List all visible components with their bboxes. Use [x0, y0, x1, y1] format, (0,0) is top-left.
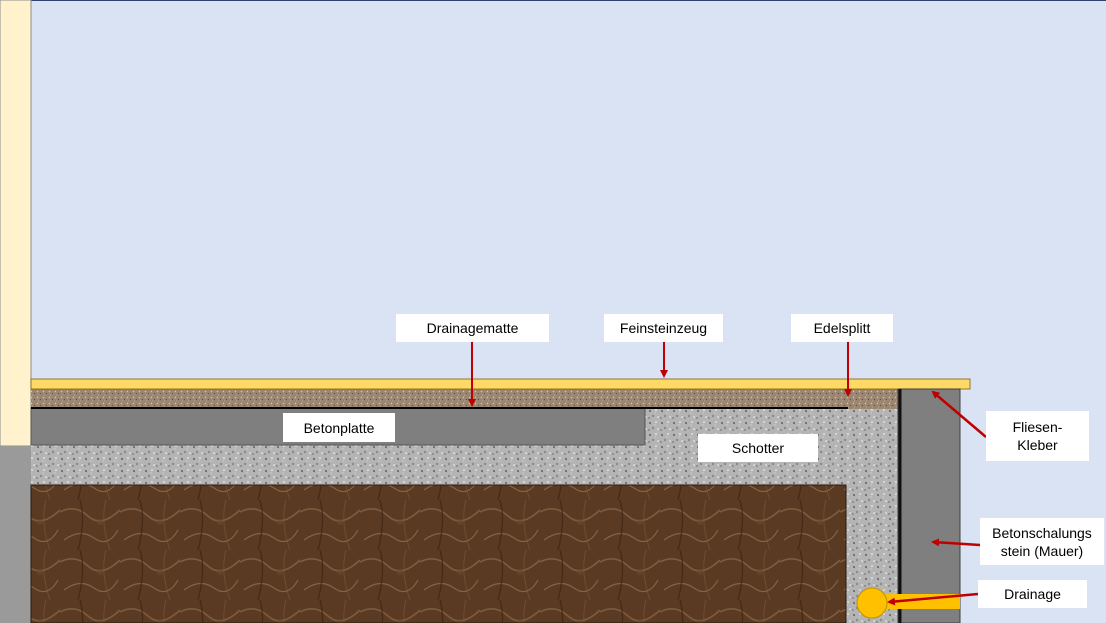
drainage-mat-layer	[31, 389, 900, 409]
porcelain-tile-layer	[30, 378, 971, 390]
label-edelsplitt: Edelsplitt	[791, 314, 893, 342]
arrow-betonschalungsstein	[931, 538, 981, 547]
label-betonschalungsstein: Betonschalungs stein (Mauer)	[980, 518, 1104, 565]
label-drainage: Drainage	[978, 580, 1087, 608]
arrow-fliesenkleber	[931, 390, 987, 438]
label-schotter: Schotter	[698, 434, 818, 462]
house-foundation	[0, 446, 31, 623]
label-fliesenkleber: Fliesen- Kleber	[986, 411, 1089, 461]
label-betonplatte: Betonplatte	[283, 413, 395, 442]
label-drainagematte: Drainagematte	[396, 314, 549, 342]
house-wall	[0, 0, 32, 447]
drain-pipe	[856, 587, 888, 619]
concrete-block-wall	[897, 388, 961, 623]
arrow-drainage	[887, 592, 979, 606]
label-feinsteinzeug: Feinsteinzeug	[604, 314, 723, 342]
soil-layer	[30, 484, 847, 623]
